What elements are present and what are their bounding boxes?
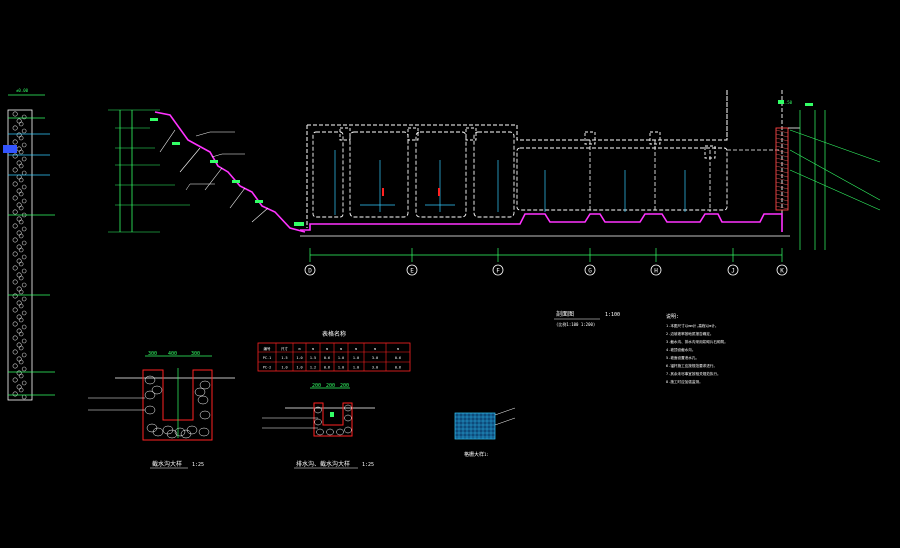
axis-label-F: F (496, 268, 500, 275)
detail1-scale: 1:25 (192, 462, 204, 468)
table-cell: 0.6 (395, 366, 401, 370)
detail2-dim-3: 200 (340, 383, 349, 389)
slope-profile (108, 109, 306, 233)
table-cell: 1.5 (281, 356, 287, 360)
table-cell: PC-2 (263, 366, 271, 370)
table-cell: 0.6 (395, 356, 401, 360)
note-line: 2.边坡坡率按地质报告确定。 (666, 331, 713, 336)
table-header-cell: m (298, 347, 300, 351)
section-title-block: 剖面图 1:100 (比例1:100 1:200) (554, 310, 620, 327)
section-title: 剖面图 (556, 310, 574, 318)
axis-label-K: K (780, 268, 784, 275)
detail2-title: 排水沟、截水沟大样 (296, 460, 350, 468)
note-line: 5.坡面设置泄水孔。 (666, 355, 699, 360)
axis-dimension-line (309, 248, 783, 262)
axis-label-H: H (654, 268, 658, 275)
axis-label-D: D (308, 268, 312, 275)
foundation-line (300, 213, 783, 232)
table-header-cell: m (397, 347, 399, 351)
axis-bubble-D (304, 264, 316, 276)
table-header-cell: 编号 (264, 346, 272, 351)
axis-bubble-K (776, 264, 788, 276)
notes-block: 说明: 1.本图尺寸以mm计,高程以m计。 2.边坡坡率按地质报告确定。 3.截水沟… (666, 313, 728, 384)
detail-grille: 格栅大样 1: (454, 407, 516, 458)
table-header-cell: m (340, 347, 342, 351)
axis-label-J: J (731, 268, 735, 275)
column-heads (339, 127, 716, 159)
detail1-dim-2: 400 (168, 351, 177, 357)
table-title: 表格名称 (322, 330, 346, 338)
section-scale: 1:100 (605, 312, 620, 318)
table-cell: 0.6 (324, 356, 330, 360)
table-cell: 1.5 (310, 356, 316, 360)
detail2-dim-1: 200 (312, 383, 321, 389)
building-section (306, 90, 783, 230)
detail1-dim-3: 300 (191, 351, 200, 357)
note-line: 6.锚杆施工应按规范要求进行。 (666, 363, 717, 368)
table-cell: PC-1 (263, 356, 271, 360)
table-header-cell: 尺寸 (281, 346, 289, 351)
note-line: 7.其余未尽事宜按相关规范执行。 (666, 371, 721, 376)
table-cell: 1.0 (338, 356, 344, 360)
note-line: 1.本图尺寸以mm计,高程以m计。 (666, 323, 719, 328)
table-cell: 1.0 (296, 356, 302, 360)
borehole-top-elevation: ±0.00 (16, 88, 29, 93)
detail2-dim-2: 200 (326, 383, 335, 389)
axis-bubble-E (406, 264, 418, 276)
section-subtitle: (比例1:100 1:200) (556, 321, 595, 327)
detail3-title: 格栅大样 (464, 451, 484, 458)
table-cell: 3.0 (372, 366, 378, 370)
table-cell: 1.0 (353, 366, 359, 370)
detail-drainage-ditch: 200 200 200 排水沟、截水沟大样 1:25 (262, 383, 375, 469)
detail-intercepting-ditch: 300 400 300 截水沟大样 1:25 (88, 351, 235, 469)
axis-bubble-J (727, 264, 739, 276)
table-header-cell: m (312, 347, 314, 351)
table-cell: 3.0 (372, 356, 378, 360)
detail2-scale: 1:25 (362, 462, 374, 468)
axis-bubble-G (584, 264, 596, 276)
axis-label-G: G (588, 268, 592, 275)
table-cell: 1.0 (281, 366, 287, 370)
note-line: 4.坡顶设截水沟。 (666, 347, 695, 352)
table-cell: 1.0 (296, 366, 302, 370)
specification-table: 表格名称 编号 尺寸 m m m m m m mPC-1 1.5 1.0 1.5 0.6 1.0 1.0 3.… (257, 330, 411, 372)
table-header-cell: m (355, 347, 357, 351)
table-header-cell: m (374, 347, 376, 351)
notes-title: 说明: (666, 313, 679, 320)
table-header-cell: m (326, 347, 328, 351)
note-line: 3.截水沟、排水沟采用浆砌片石砌筑。 (666, 339, 728, 344)
cyan-markers (334, 150, 686, 215)
note-line: 8.施工时应加强监测。 (666, 379, 703, 384)
table-cell: 0.6 (324, 366, 330, 370)
table-cell: 1.0 (338, 366, 344, 370)
table-cell: 1.2 (310, 366, 316, 370)
red-markers (382, 188, 440, 196)
axis-label-E: E (410, 268, 414, 275)
table-cell: 1.0 (353, 356, 359, 360)
borehole-column: ±0.00 (3, 88, 55, 401)
axis-bubble-H (650, 264, 662, 276)
detail3-scale: 1: (484, 452, 489, 457)
detail1-dim-1: 300 (148, 351, 157, 357)
axis-bubble-F (492, 264, 504, 276)
right-retaining-wall: +1.50 (775, 100, 881, 250)
detail1-title: 截水沟大样 (152, 460, 182, 468)
right-top-elevation: +1.50 (780, 100, 793, 105)
